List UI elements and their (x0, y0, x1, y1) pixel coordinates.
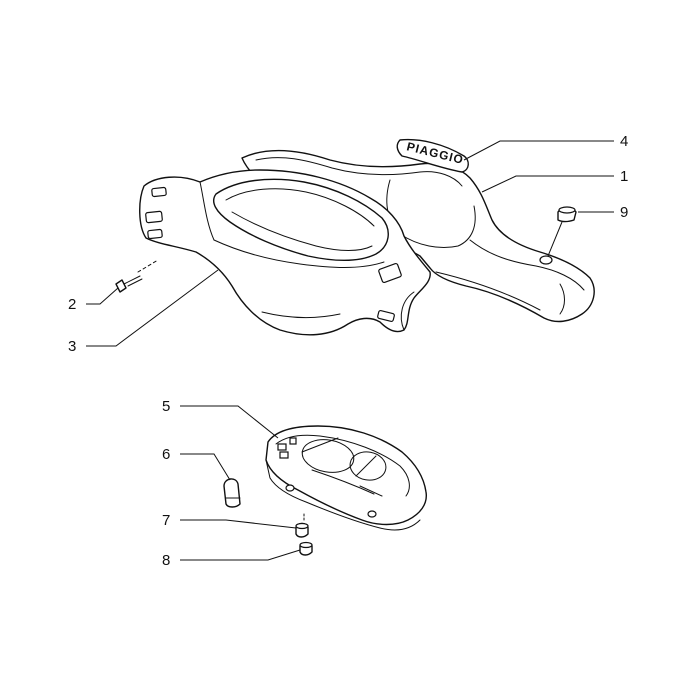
leader-line-2 (86, 287, 119, 305)
callout-6: 6 (162, 446, 170, 463)
callout-7: 7 (162, 512, 170, 529)
front-handlebar-cover (139, 169, 431, 336)
callout-labels: 4 1 9 2 3 5 6 7 8 (68, 133, 628, 569)
leader-line-8 (180, 549, 301, 561)
callout-8: 8 (162, 552, 170, 569)
cluster-screw-part (299, 541, 313, 556)
instrument-cluster (265, 425, 427, 531)
cap-plug-part (557, 206, 577, 223)
leader-line-6 (180, 453, 231, 481)
leader-line-4 (463, 140, 614, 161)
leader-lines (86, 140, 614, 561)
leader-line-1 (481, 175, 614, 193)
callout-4: 4 (620, 133, 628, 150)
leader-line-3 (86, 269, 219, 347)
callout-3: 3 (68, 338, 76, 355)
leader-line-5 (180, 405, 279, 439)
callout-9: 9 (620, 204, 628, 221)
callout-5: 5 (162, 398, 170, 415)
bulb-holder-part (295, 522, 309, 538)
leader-line-9b (547, 221, 563, 257)
leader-line-7 (180, 519, 297, 529)
bulb-part (223, 478, 241, 508)
callout-1: 1 (620, 168, 628, 185)
screw-part (115, 275, 143, 293)
callout-2: 2 (68, 296, 76, 313)
